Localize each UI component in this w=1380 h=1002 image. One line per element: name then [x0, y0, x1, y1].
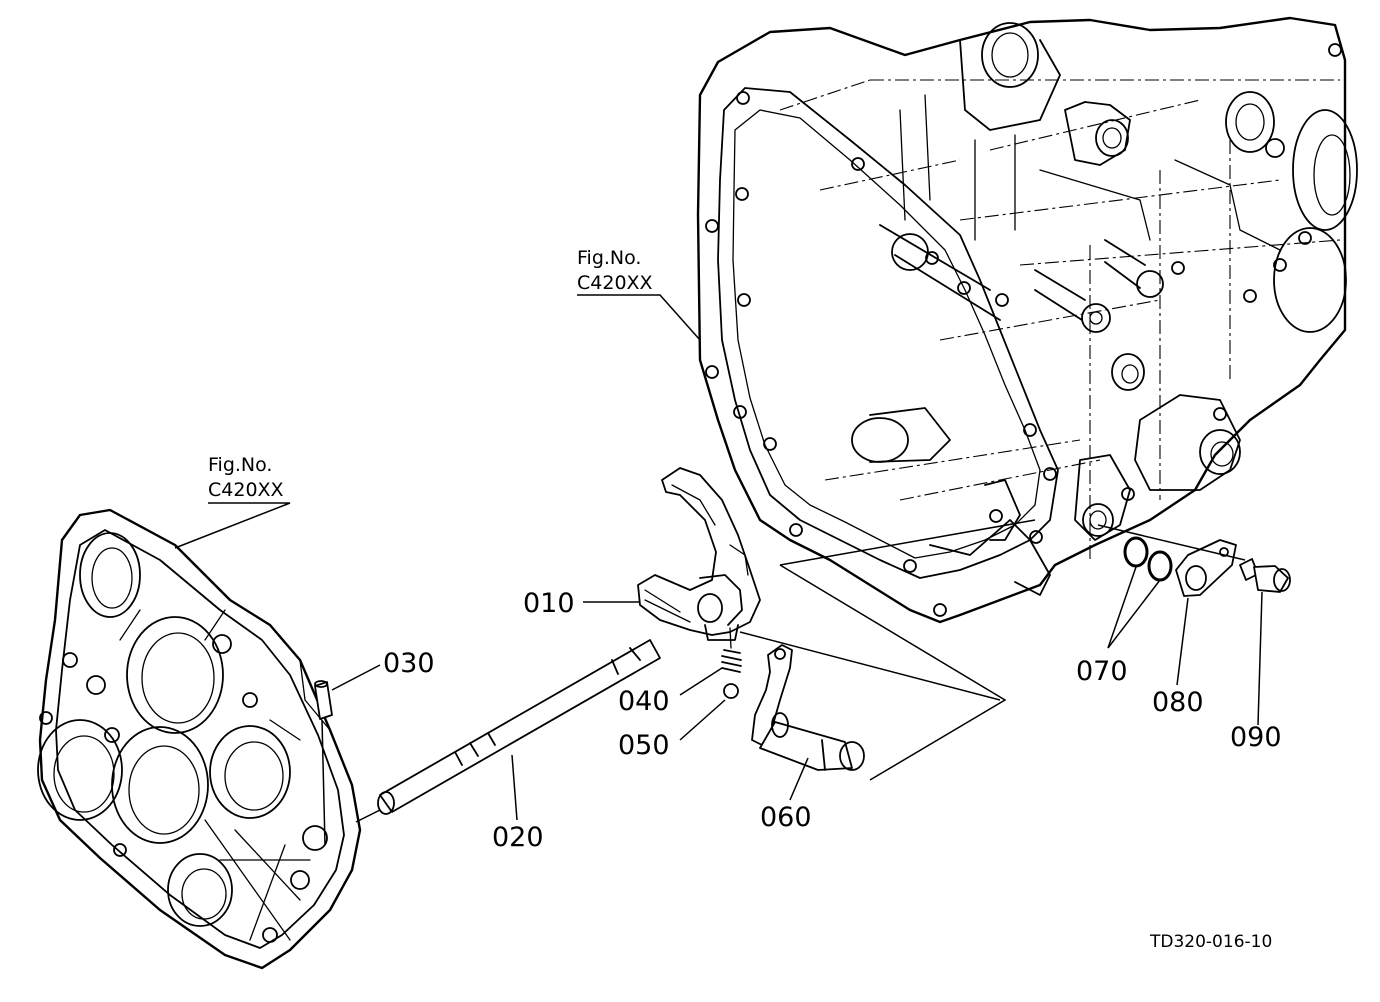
label-070: 070 — [1076, 656, 1128, 687]
label-060: 060 — [760, 802, 812, 833]
leader-lines — [174, 294, 1263, 846]
label-010: 010 — [523, 588, 575, 619]
label-020: 020 — [492, 822, 544, 853]
label-040: 040 — [618, 686, 670, 717]
fig-ref-case-line2: C420XX — [577, 272, 653, 294]
part-060-shift-lever — [751, 644, 865, 771]
label-080: 080 — [1152, 687, 1204, 718]
part-040-spring — [721, 627, 742, 673]
label-050: 050 — [618, 730, 670, 761]
part-080-plate — [1175, 539, 1237, 597]
part-020-shift-rod — [377, 639, 661, 815]
front-cover — [37, 508, 362, 970]
fig-ref-cover-line1: Fig.No. — [208, 454, 272, 476]
fig-reference-case: Fig.No. C420XX — [577, 247, 653, 294]
part-030-spring-pin — [314, 680, 333, 720]
fig-ref-case-line1: Fig.No. — [577, 247, 641, 269]
label-090: 090 — [1230, 722, 1282, 753]
fig-ref-cover-line2: C420XX — [208, 479, 284, 501]
label-030: 030 — [383, 648, 435, 679]
part-070-o-rings — [1123, 536, 1173, 582]
fig-reference-cover: Fig.No. C420XX — [208, 454, 284, 501]
part-050-ball — [723, 683, 739, 699]
part-010-shift-fork — [637, 467, 761, 641]
drawing-code: TD320-016-10 — [1149, 932, 1272, 952]
transmission-case — [696, 16, 1358, 624]
part-090-bolt — [1239, 558, 1291, 593]
